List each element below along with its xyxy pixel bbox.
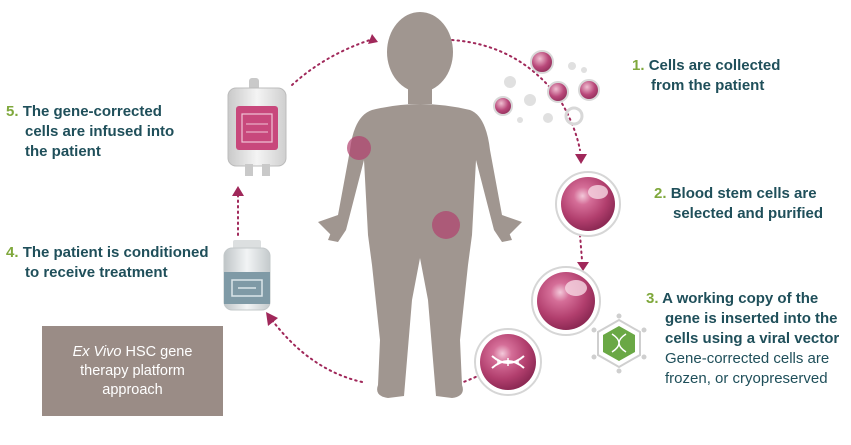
step-1-label: 1. Cells are collected from the patient xyxy=(632,56,780,96)
step-3-label: 3. A working copy of the gene is inserte… xyxy=(646,289,839,389)
step-5-line-2: cells are infused into xyxy=(25,123,175,140)
caption-text: HSC gene therapy platform approach xyxy=(80,343,193,398)
arrowhead-top xyxy=(368,34,378,44)
step-3-extra-line-2: frozen, or cryopreserved xyxy=(665,370,828,387)
step-3-line-3: cells using a viral vector xyxy=(665,330,840,347)
step-4-line-1: The patient is conditioned xyxy=(22,244,209,261)
medicine-vial-icon xyxy=(223,240,271,311)
step-2-line-1: Blood stem cells are xyxy=(670,185,817,202)
step-4-number: 4. xyxy=(6,244,19,261)
step-1-line-2: from the patient xyxy=(651,77,765,94)
step-3-number: 3. xyxy=(646,290,659,307)
step-5-line-3: the patient xyxy=(25,143,101,160)
step-3-line-1: A working copy of the xyxy=(662,290,819,307)
modified-cell-icon xyxy=(531,266,601,336)
step-5-line-1: The gene-corrected xyxy=(22,103,162,120)
step-5-number: 5. xyxy=(6,103,19,120)
step-4-line-2: to receive treatment xyxy=(25,264,168,281)
human-figure xyxy=(318,12,522,398)
step-4-label: 4. The patient is conditioned to receive… xyxy=(6,243,209,283)
arrow-bag-to-body xyxy=(291,39,371,86)
step-5-label: 5. The gene-corrected cells are infused … xyxy=(6,102,174,162)
caption-italic: Ex Vivo xyxy=(72,343,122,360)
step-2-number: 2. xyxy=(654,185,667,202)
step-1-line-1: Cells are collected xyxy=(648,57,781,74)
arrowhead-bag xyxy=(232,186,244,196)
arrow-stem-to-modified xyxy=(579,234,583,261)
infusion-bag-icon xyxy=(227,78,287,176)
arrowhead-stem xyxy=(575,154,587,164)
arrow-heads xyxy=(232,34,589,326)
viral-vector-icon xyxy=(591,313,647,374)
step-2-label: 2. Blood stem cells are selected and pur… xyxy=(654,184,823,224)
step-3-extra-line-1: Gene-corrected cells are xyxy=(665,350,830,367)
step-3-line-2: gene is inserted into the xyxy=(665,310,838,327)
stem-cell-icon xyxy=(555,171,621,237)
injection-site-hip xyxy=(432,211,460,239)
caption-box: Ex Vivo HSC gene therapy platform approa… xyxy=(42,326,223,416)
injection-site-chest xyxy=(347,136,371,160)
step-1-number: 1. xyxy=(632,57,645,74)
arrowhead-modified xyxy=(577,262,589,271)
cell-cluster-icon xyxy=(493,50,600,126)
arrow-to-vial xyxy=(271,319,363,383)
dna-cell-icon xyxy=(474,328,542,396)
arrowhead-vial xyxy=(266,312,278,326)
step-2-line-2: selected and purified xyxy=(673,205,824,222)
arrow-modified-to-dna xyxy=(454,339,531,386)
